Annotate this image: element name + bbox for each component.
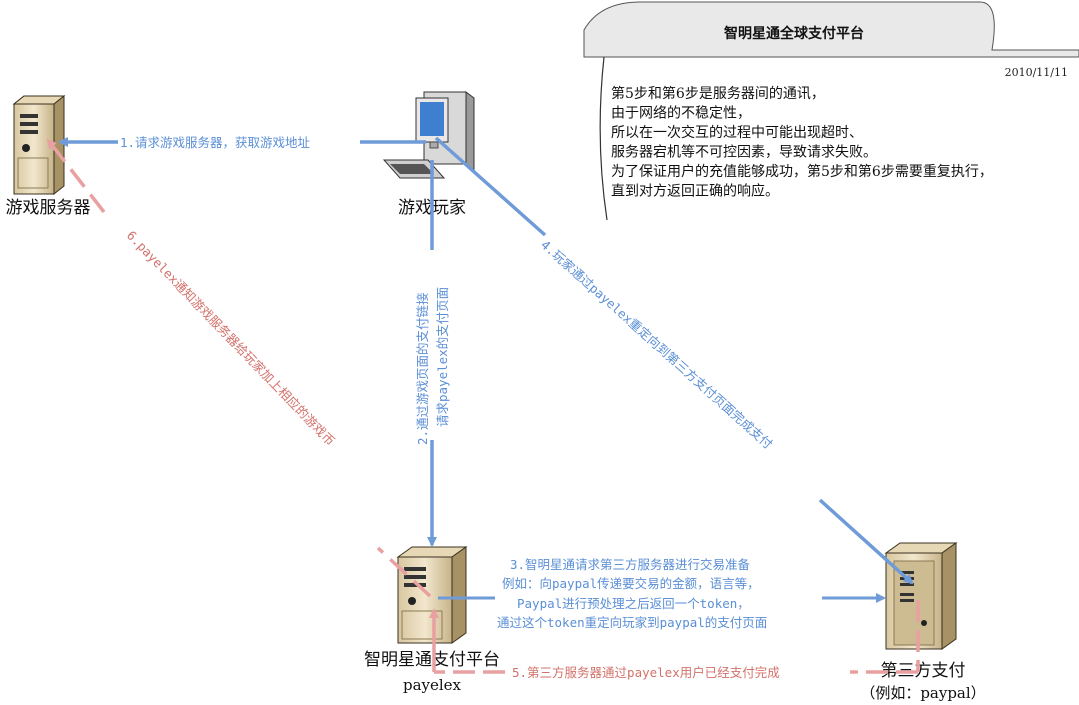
platform-label: 智明星通支付平台 bbox=[364, 650, 500, 670]
step3-label-line1: 3.智明星通请求第三方服务器进行交易准备 bbox=[510, 557, 751, 572]
note-line: 第5步和第6步是服务器间的通讯， bbox=[611, 85, 825, 102]
note-title: 智明星通全球支付平台 bbox=[723, 25, 864, 42]
third-party-label: 第三方支付 bbox=[881, 661, 966, 681]
note-lines: 第5步和第6步是服务器间的通讯， 由于网络的不稳定性， 所以在一次交互的过程中可能出… bbox=[611, 85, 993, 200]
third-party-sublabel: （例如：paypal） bbox=[860, 684, 985, 702]
platform-server-icon bbox=[396, 546, 468, 644]
step3-label-line4: 通过这个token重定向玩家到paypal的支付页面 bbox=[497, 615, 767, 630]
step2-label-line1: 2.通过游戏页面的支付链接 bbox=[415, 292, 430, 445]
platform-sublabel: payelex bbox=[403, 676, 462, 694]
step4-arrow bbox=[818, 498, 914, 585]
player-computer-icon bbox=[382, 91, 475, 179]
step6-arrow-tail bbox=[376, 546, 432, 598]
note-date: 2010/11/11 bbox=[1005, 66, 1068, 79]
step4-label: 4.玩家通过payelex重定向到第三方支付页面完成支付 bbox=[538, 237, 776, 452]
note-line: 所以在一次交互的过程中可能出现超时、 bbox=[611, 124, 863, 141]
step6-arrow bbox=[46, 138, 106, 214]
note-line: 为了保证用户的充值能够成功，第5步和第6步需要重复执行， bbox=[611, 163, 993, 180]
game-server-icon bbox=[12, 94, 66, 196]
step2-label-line2: 请求payelex的支付页面 bbox=[435, 287, 450, 427]
note-line: 直到对方返回正确的响应。 bbox=[611, 183, 779, 200]
step1-label: 1.请求游戏服务器，获取游戏地址 bbox=[120, 135, 311, 150]
note-line: 由于网络的不稳定性， bbox=[611, 106, 751, 122]
third-party-server-icon bbox=[884, 542, 958, 650]
step6-label: 6.payelex通知游戏服务器给玩家加上相应的游戏币 bbox=[124, 228, 338, 449]
note-panel: 智明星通全球支付平台 2010/11/11 第5步和第6步是服务器间的通讯， 由于… bbox=[583, 1, 1079, 221]
step4-arrow-tail bbox=[434, 136, 547, 237]
game-server-label: 游戏服务器 bbox=[6, 198, 91, 218]
note-line: 服务器宕机等不可控因素，导致请求失败。 bbox=[611, 144, 877, 161]
step5-label: 5.第三方服务器通过payelex用户已经支付完成 bbox=[512, 665, 780, 680]
step3-label-line3: Paypal进行预处理之后返回一个token， bbox=[517, 596, 750, 611]
step3-label-line2: 例如：向paypal传递要交易的金额，语言等， bbox=[502, 576, 760, 591]
